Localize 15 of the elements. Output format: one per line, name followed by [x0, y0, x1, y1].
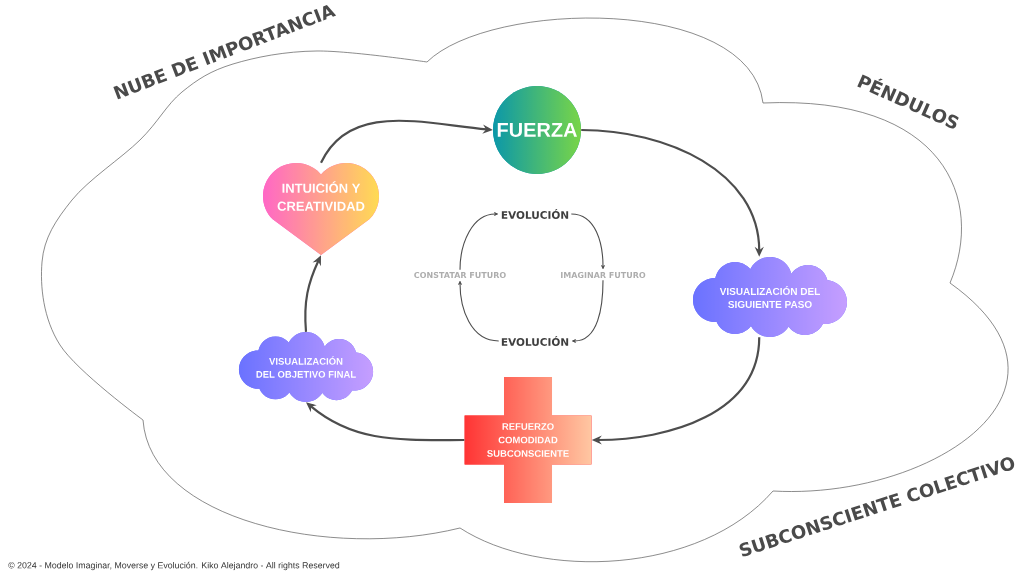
cycle-label: CONSTATAR FUTURO: [414, 271, 506, 278]
node-label: FUERZA: [497, 123, 578, 137]
cycle-label: EVOLUCIÓN: [501, 336, 569, 346]
cycle-label: IMAGINAR FUTURO: [561, 271, 646, 278]
curved-arrow: [571, 279, 604, 343]
curved-arrow: [570, 213, 605, 270]
node-label: REFUERZO COMODIDAD SUBCONSCIENTE: [487, 423, 569, 457]
curved-arrow: [459, 212, 499, 271]
cycle-label: EVOLUCIÓN: [501, 209, 569, 219]
node-label: VISUALIZACIÓN DEL OBJETIVO FINAL: [256, 356, 356, 378]
footer-note: © 2024 - Modelo Imaginar, Moverse y Evolución. Kiko Alejandro - All rights Reserved: [8, 561, 340, 571]
node-label: INTUICIÓN Y CREATIVIDAD: [277, 181, 365, 211]
curved-arrow: [306, 402, 465, 442]
node-label: VISUALIZACIÓN DEL SIGUIENTE PASO: [719, 286, 820, 308]
curved-arrow: [458, 280, 500, 342]
